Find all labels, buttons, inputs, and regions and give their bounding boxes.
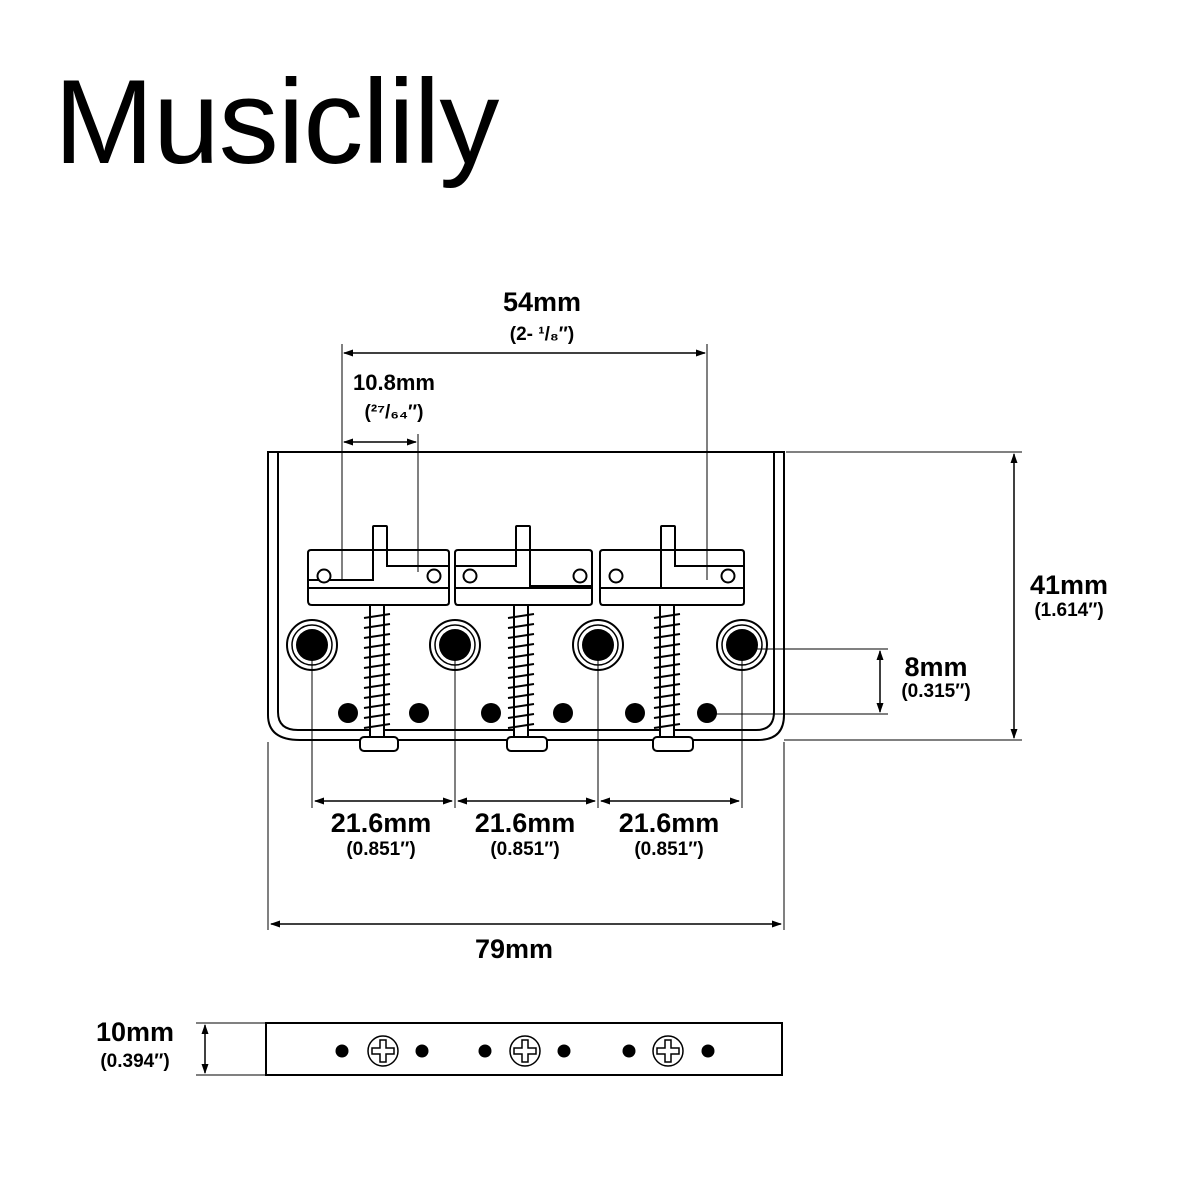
string-hole (572, 619, 624, 671)
dimension-label: 8mm (904, 652, 967, 682)
dimension-54mm: 54mm (2- ¹/₈″) (341, 287, 708, 580)
dimension-10-8mm: 10.8mm (²⁷/₆₄″) (343, 370, 435, 572)
intonation-spring (652, 604, 694, 752)
dimension-79mm: 79mm (267, 742, 785, 964)
dimension-8mm: 8mm (0.315″) (709, 648, 971, 715)
dimension-label: 54mm (503, 287, 581, 317)
dimension-label: 10mm (96, 1017, 174, 1047)
dimension-10mm: 10mm (0.394″) (96, 1017, 266, 1076)
dimension-label: 21.6mm (619, 808, 720, 838)
dimension-label: (²⁷/₆₄″) (365, 402, 424, 423)
dimension-21-6mm: 21.6mm (0.851″) 21.6mm (0.851″) 21.6mm (… (311, 650, 743, 860)
dimension-label: (0.851″) (490, 839, 559, 860)
phillips-screw-icon (509, 1035, 541, 1067)
side-view-plate (265, 1022, 783, 1076)
intonation-spring (506, 604, 548, 752)
dimension-label: 21.6mm (331, 808, 432, 838)
brand-logo: Musiclily (54, 55, 499, 189)
dimension-label: (1.614″) (1034, 600, 1103, 621)
phillips-screw-icon (367, 1035, 399, 1067)
string-hole (716, 619, 768, 671)
dimension-label: 21.6mm (475, 808, 576, 838)
phillips-screw-icon (652, 1035, 684, 1067)
intonation-spring (359, 604, 399, 752)
height-screw-hole (338, 703, 717, 723)
saddle (307, 525, 450, 606)
dimension-label: 10.8mm (353, 370, 435, 395)
saddle (454, 525, 593, 606)
saddle (599, 525, 745, 606)
dimension-label: (0.851″) (634, 839, 703, 860)
dimension-label: 41mm (1030, 570, 1108, 600)
dimension-label: (0.394″) (100, 1051, 169, 1072)
string-hole (429, 619, 481, 671)
dimension-label: (2- ¹/₈″) (510, 324, 574, 345)
string-hole (286, 619, 338, 671)
dimension-label: 79mm (475, 934, 553, 964)
dimension-label: (0.851″) (346, 839, 415, 860)
dimension-41mm: 41mm (1.614″) (784, 451, 1108, 741)
dimension-label: (0.315″) (901, 681, 970, 702)
